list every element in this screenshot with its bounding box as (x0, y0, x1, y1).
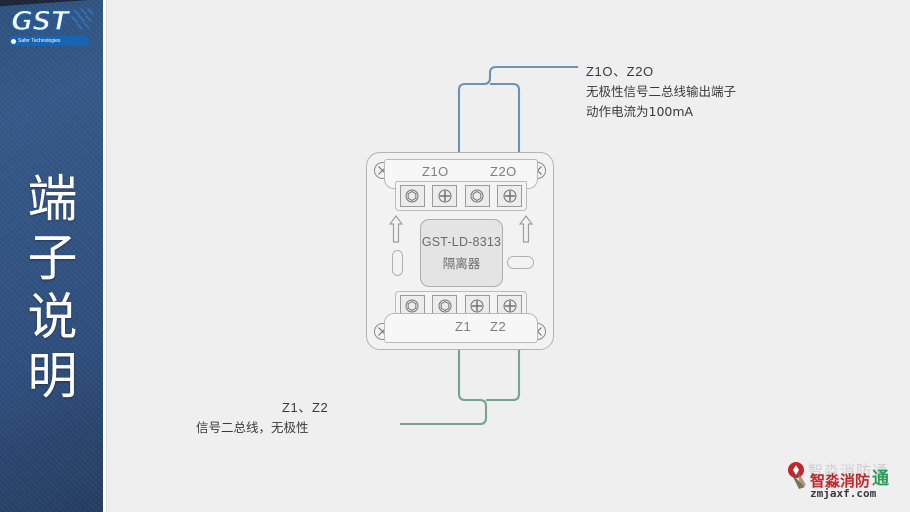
watermark-url: zmjaxf.com (810, 487, 877, 500)
device-isolator[interactable]: Z1O Z2O GST-LD (366, 152, 554, 350)
screw-cross-icon (497, 185, 523, 207)
logo-tagline-dot (11, 39, 16, 44)
logo-spray-icon (71, 8, 94, 30)
annotation-top-line1: 无极性信号二总线输出端子 (586, 84, 737, 99)
wire-bottom-right-branch (486, 345, 521, 402)
logo-wordmark: GST (10, 5, 70, 38)
annotation-top: Z1O、Z2O 无极性信号二总线输出端子 动作电流为100mA (586, 62, 736, 122)
annotation-top-heading: Z1O、Z2O (586, 64, 654, 79)
horizontal-slot-icon (507, 256, 534, 269)
watermark-badge-icon (788, 462, 806, 489)
top-screw-row (395, 181, 527, 211)
screw-cross-icon (432, 185, 458, 207)
watermark-cn-text: 智淼消防 (810, 472, 871, 490)
watermark: 智淼消防通 通 智淼消防 zmjaxf.com (786, 458, 906, 508)
gst-logo: GST Safer Technologies (8, 5, 100, 48)
panel-edge-highlight (103, 0, 106, 512)
panel-edge-line (106, 0, 107, 512)
screw-hex-icon (464, 185, 490, 207)
page-title-vertical: 端 子 说 明 (0, 170, 105, 406)
terminal-label-z2o: Z2O (490, 164, 517, 179)
logo-tagline: Safer Technologies (9, 36, 89, 46)
vertical-slot-icon (392, 250, 403, 276)
device-model-text: GST-LD-8313 (421, 234, 502, 249)
device-model-label: GST-LD-8313 隔离器 (420, 219, 503, 287)
title-char-4: 明 (27, 347, 78, 405)
annotation-bottom: Z1、Z2 信号二总线，无极性 (196, 398, 328, 438)
watermark-ghost-text: 智淼消防通 (808, 462, 889, 480)
terminal-label-z1: Z1 (455, 319, 472, 334)
title-char-2: 子 (27, 229, 78, 287)
annotation-bottom-heading: Z1、Z2 (282, 400, 329, 415)
title-char-3: 说 (27, 288, 78, 346)
wire-top-left-branch (457, 65, 578, 160)
title-char-1: 端 (27, 170, 78, 228)
wire-bottom-left-branch (400, 345, 488, 426)
bottom-terminal-plate: Z1 Z2 (384, 313, 538, 343)
annotation-top-line2: 动作电流为100mA (586, 104, 694, 119)
up-arrow-icon (389, 215, 403, 243)
watermark-accent-char: 通 (872, 469, 889, 489)
wire-top-right-branch (490, 82, 521, 160)
screw-hex-icon (399, 185, 425, 207)
device-type-text: 隔离器 (442, 255, 481, 271)
up-arrow-icon (519, 215, 533, 243)
annotation-bottom-line1: 信号二总线，无极性 (196, 420, 309, 435)
terminal-label-z2: Z2 (490, 319, 507, 334)
terminal-label-z1o: Z1O (422, 164, 449, 179)
